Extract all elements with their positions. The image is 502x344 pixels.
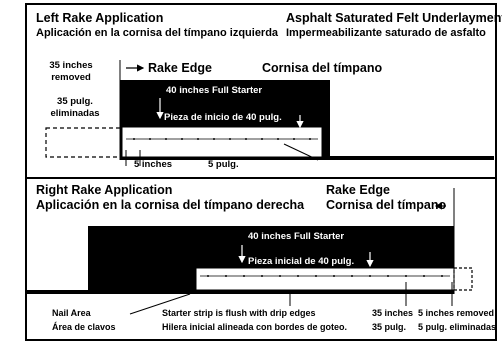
bottom-overhang-en: 35 inches <box>372 308 414 318</box>
bottom-ground-bar <box>26 290 454 294</box>
top-rake-edge-es: Cornisa del tímpano <box>262 61 383 75</box>
bottom-starter-strip <box>195 267 455 291</box>
flush-note-en: Starter strip is flush with drip edges <box>162 308 316 318</box>
bottom-title-en: Right Rake Application <box>36 183 173 197</box>
bottom-starter-es: Pieza inicial de 40 pulg. <box>248 256 355 267</box>
bottom-rake-edge-es: Cornisa del tímpano <box>326 198 447 212</box>
top-ground-bar <box>120 156 494 160</box>
top-starter-es: Pieza de inicio de 40 pulg. <box>164 112 282 123</box>
top-removed-es-2: eliminadas <box>50 108 100 119</box>
top-title-en: Left Rake Application <box>36 11 164 25</box>
bottom-overhang-es: 35 pulg. <box>372 322 407 332</box>
nail-area-pointer <box>129 293 191 315</box>
top-removed-en-2: removed <box>51 72 91 83</box>
top-removed-portion <box>45 127 124 158</box>
nail-area-en: Nail Area <box>52 308 91 318</box>
bottom-title-es: Aplicación en la cornisa del tímpano der… <box>36 198 305 212</box>
top-overhang-es: 5 pulg. <box>208 159 239 170</box>
top-removed-en-1: 35 inches <box>49 60 93 71</box>
bottom-removed-portion <box>453 267 473 291</box>
top-product-en: Asphalt Saturated Felt Underlayment <box>286 11 502 25</box>
top-removed-es-1: 35 pulg. <box>57 96 93 107</box>
bottom-starter-en: 40 inches Full Starter <box>248 231 345 242</box>
bottom-removed-en: 5 inches removed <box>418 308 495 318</box>
top-rake-edge-en: Rake Edge <box>148 61 212 75</box>
top-starter-strip <box>121 126 323 158</box>
top-title-es: Aplicación en la cornisa del tímpano izq… <box>36 27 279 39</box>
outer-frame <box>25 3 497 341</box>
bottom-rake-edge-en: Rake Edge <box>326 183 390 197</box>
top-overhang-en: 5 inches <box>134 159 173 170</box>
bottom-removed-es: 5 pulg. eliminadas <box>418 322 497 332</box>
top-product-es: Impermeabilizante saturado de asfalto <box>286 27 486 39</box>
nail-area-es: Área de clavos <box>52 322 116 332</box>
bottom-nail-dots <box>207 275 443 277</box>
top-nail-dots <box>133 138 311 140</box>
flush-note-es: Hilera inicial alineada con bordes de go… <box>162 322 348 332</box>
top-starter-pointer <box>283 143 319 161</box>
top-starter-en: 40 inches Full Starter <box>166 85 263 96</box>
